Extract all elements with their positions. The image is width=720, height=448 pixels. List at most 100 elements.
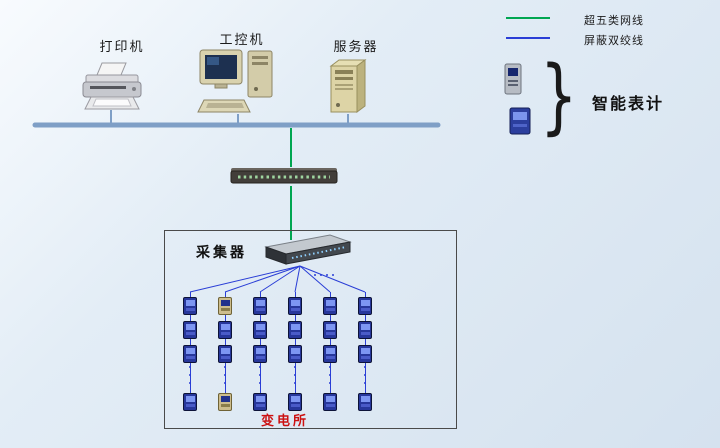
- meter-icon: [218, 393, 232, 411]
- meter-screen: [185, 348, 195, 354]
- smart-meter-label: 智能表计: [592, 94, 665, 113]
- meter-icon: [288, 321, 302, 339]
- more-meters-ellipsis-dot: [189, 366, 191, 368]
- meter-icon: [323, 321, 337, 339]
- smart-meter-icon-b: [509, 107, 531, 135]
- more-meters-ellipsis-dot: [294, 366, 296, 368]
- meter-icon: [253, 297, 267, 315]
- meter-icon: [218, 297, 232, 315]
- meter-buttons: [290, 356, 300, 359]
- more-meters-ellipsis-dot: [189, 374, 191, 376]
- ipc-label: 工控机: [219, 33, 265, 48]
- meter-icon: [183, 393, 197, 411]
- meter-icon: [323, 393, 337, 411]
- collector-feeder-line: [294, 265, 301, 293]
- meter-screen: [290, 300, 300, 306]
- meter-screen: [255, 348, 265, 354]
- substation-name-label: 变电所: [260, 414, 309, 429]
- meter-buttons: [255, 356, 265, 359]
- more-meters-ellipsis-dot: [294, 374, 296, 376]
- server-tower-icon: [329, 59, 367, 113]
- meter-buttons: [325, 404, 335, 407]
- meter-screen: [325, 396, 335, 402]
- meter-buttons: [220, 308, 230, 311]
- meter-buttons: [360, 332, 370, 335]
- more-meters-ellipsis-dot: [364, 382, 366, 384]
- meter-screen: [185, 300, 195, 306]
- meter-screen: [325, 324, 335, 330]
- meter-icon: [358, 393, 372, 411]
- meter-screen: [220, 348, 230, 354]
- meter-buttons: [290, 308, 300, 311]
- more-meters-ellipsis-dot: [259, 366, 261, 368]
- more-meters-ellipsis-dot: [224, 366, 226, 368]
- more-meters-ellipsis-dot: [364, 374, 366, 376]
- meter-buttons: [360, 404, 370, 407]
- meter-screen: [290, 348, 300, 354]
- more-meters-ellipsis-dot: [364, 366, 366, 368]
- more-meters-ellipsis-dot: [329, 374, 331, 376]
- meter-screen: [360, 300, 370, 306]
- meter-icon: [288, 345, 302, 363]
- meter-buttons: [185, 308, 195, 311]
- meter-buttons: [220, 332, 230, 335]
- meter-icon: [183, 297, 197, 315]
- meter-screen: [325, 300, 335, 306]
- more-branches-ellipsis-dot: [320, 274, 322, 276]
- meter-screen: [220, 396, 230, 402]
- meter-buttons: [185, 356, 195, 359]
- more-meters-ellipsis-dot: [329, 366, 331, 368]
- meter-screen: [290, 396, 300, 402]
- substation-boundary-box: [164, 230, 457, 429]
- meter-buttons: [290, 404, 300, 407]
- meter-buttons: [325, 308, 335, 311]
- more-branches-ellipsis-dot: [326, 274, 328, 276]
- smart-meter-icon-a: [504, 63, 522, 95]
- more-branches-ellipsis-dot: [314, 274, 316, 276]
- meter-buttons: [255, 404, 265, 407]
- meter-screen: [325, 348, 335, 354]
- more-meters-ellipsis-dot: [189, 382, 191, 384]
- meter-buttons: [325, 332, 335, 335]
- right-curly-brace: }: [540, 49, 578, 144]
- meter-icon: [218, 345, 232, 363]
- meter-buttons: [220, 404, 230, 407]
- collector-feeder-line: [299, 265, 366, 293]
- meter-buttons: [220, 356, 230, 359]
- more-meters-ellipsis-dot: [294, 382, 296, 384]
- more-branches-ellipsis-dot: [332, 274, 334, 276]
- cat5-legend-label: 超五类网线: [584, 14, 644, 27]
- meter-icon: [358, 321, 372, 339]
- meter-icon: [218, 321, 232, 339]
- meter-screen: [185, 324, 195, 330]
- meter-screen: [185, 396, 195, 402]
- meter-screen: [255, 300, 265, 306]
- stp-legend-label: 屏蔽双绞线: [584, 34, 644, 47]
- meter-icon: [183, 345, 197, 363]
- collector-label: 采集器: [196, 245, 247, 261]
- meter-buttons: [290, 332, 300, 335]
- collector-icon: [264, 234, 352, 265]
- more-meters-ellipsis-dot: [329, 382, 331, 384]
- meter-buttons: [360, 308, 370, 311]
- more-meters-ellipsis-dot: [224, 382, 226, 384]
- meter-icon: [183, 321, 197, 339]
- meter-icon: [288, 297, 302, 315]
- more-meters-ellipsis-dot: [259, 382, 261, 384]
- collector-feeder-line: [299, 265, 331, 293]
- server-label: 服务器: [333, 40, 379, 55]
- meter-icon: [253, 345, 267, 363]
- meter-screen: [255, 324, 265, 330]
- meter-icon: [323, 345, 337, 363]
- meter-screen: [360, 348, 370, 354]
- more-meters-ellipsis-dot: [224, 374, 226, 376]
- ethernet-switch-icon: [230, 168, 338, 184]
- meter-icon: [288, 393, 302, 411]
- meter-screen: [255, 396, 265, 402]
- meter-buttons: [185, 404, 195, 407]
- meter-icon: [253, 321, 267, 339]
- computer-icon: [197, 49, 273, 113]
- meter-screen: [360, 324, 370, 330]
